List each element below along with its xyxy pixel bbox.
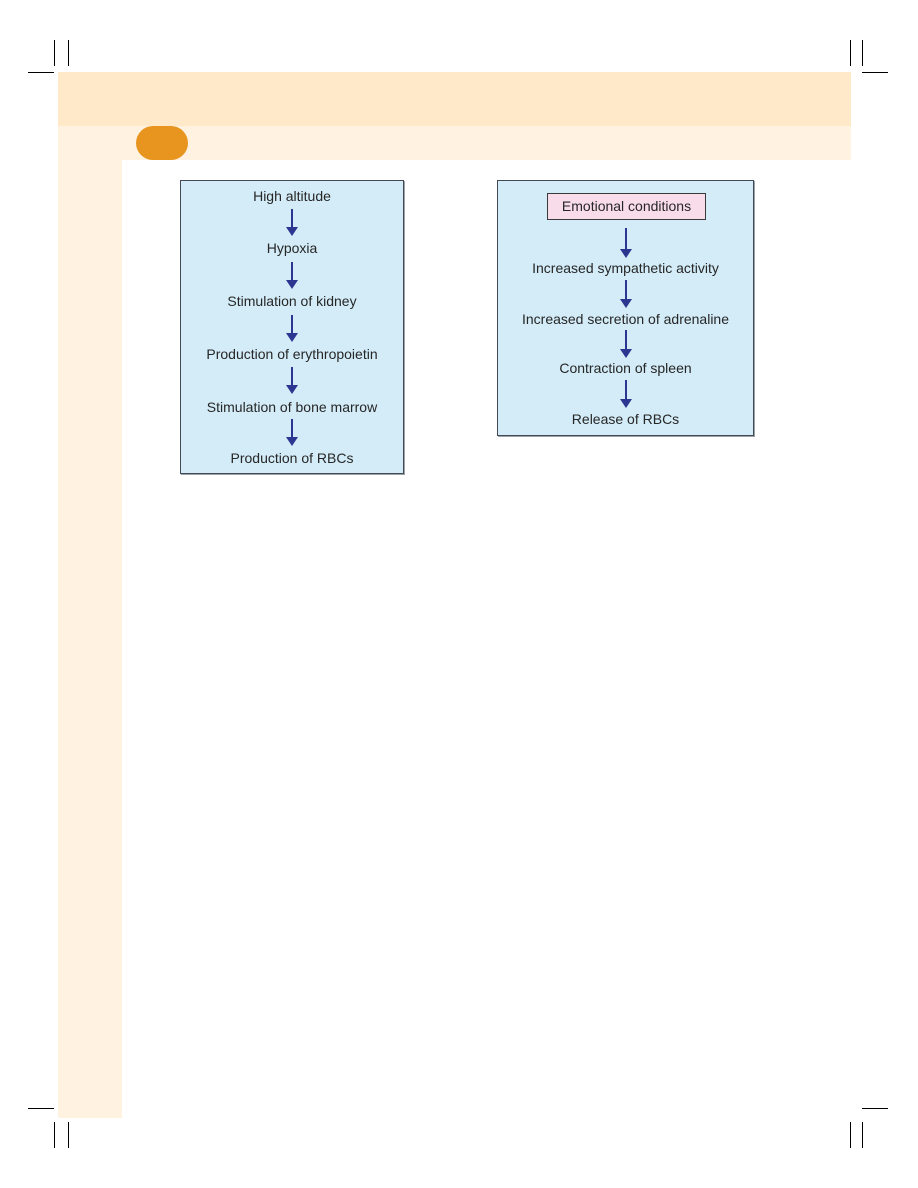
flow-step: Release of RBCs [571,411,680,427]
crop-mark [28,72,54,73]
down-arrow-icon [619,380,632,408]
flow-step: Stimulation of bone marrow [206,399,378,415]
flowchart-emotional-conditions: Emotional conditions Increased sympathet… [497,180,754,436]
flow-step: High altitude [253,188,331,204]
start-condition-box: Emotional conditions [547,193,706,220]
crop-mark [862,1108,888,1109]
down-arrow-icon [619,228,632,258]
flow-step: Hypoxia [266,240,318,256]
down-arrow-icon [286,209,298,236]
down-arrow-icon [619,280,632,308]
down-arrow-icon [286,315,298,342]
crop-mark [68,1122,69,1148]
header-color-band [58,72,851,126]
crop-mark [862,72,888,73]
flow-step: Contraction of spleen [559,360,692,376]
flow-step: Stimulation of kidney [227,293,357,309]
crop-mark [54,40,55,66]
flow-step: Increased secretion of adrenaline [521,311,730,327]
flow-step: Production of erythropoietin [206,346,378,362]
crop-mark [850,40,851,66]
section-header-band [122,126,851,160]
down-arrow-icon [286,262,298,289]
flowchart-high-altitude: High altitude Hypoxia Stimulation of kid… [180,180,404,474]
down-arrow-icon [286,419,298,446]
crop-mark [850,1122,851,1148]
flow-step: Production of RBCs [230,450,354,466]
crop-mark [68,40,69,66]
crop-mark [28,1108,54,1109]
crop-mark [862,1122,863,1148]
crop-mark [54,1122,55,1148]
section-badge [136,126,188,160]
crop-mark [862,40,863,66]
down-arrow-icon [286,367,298,394]
flow-step: Increased sympathetic activity [532,260,719,276]
side-color-band [58,72,122,1118]
down-arrow-icon [619,330,632,358]
